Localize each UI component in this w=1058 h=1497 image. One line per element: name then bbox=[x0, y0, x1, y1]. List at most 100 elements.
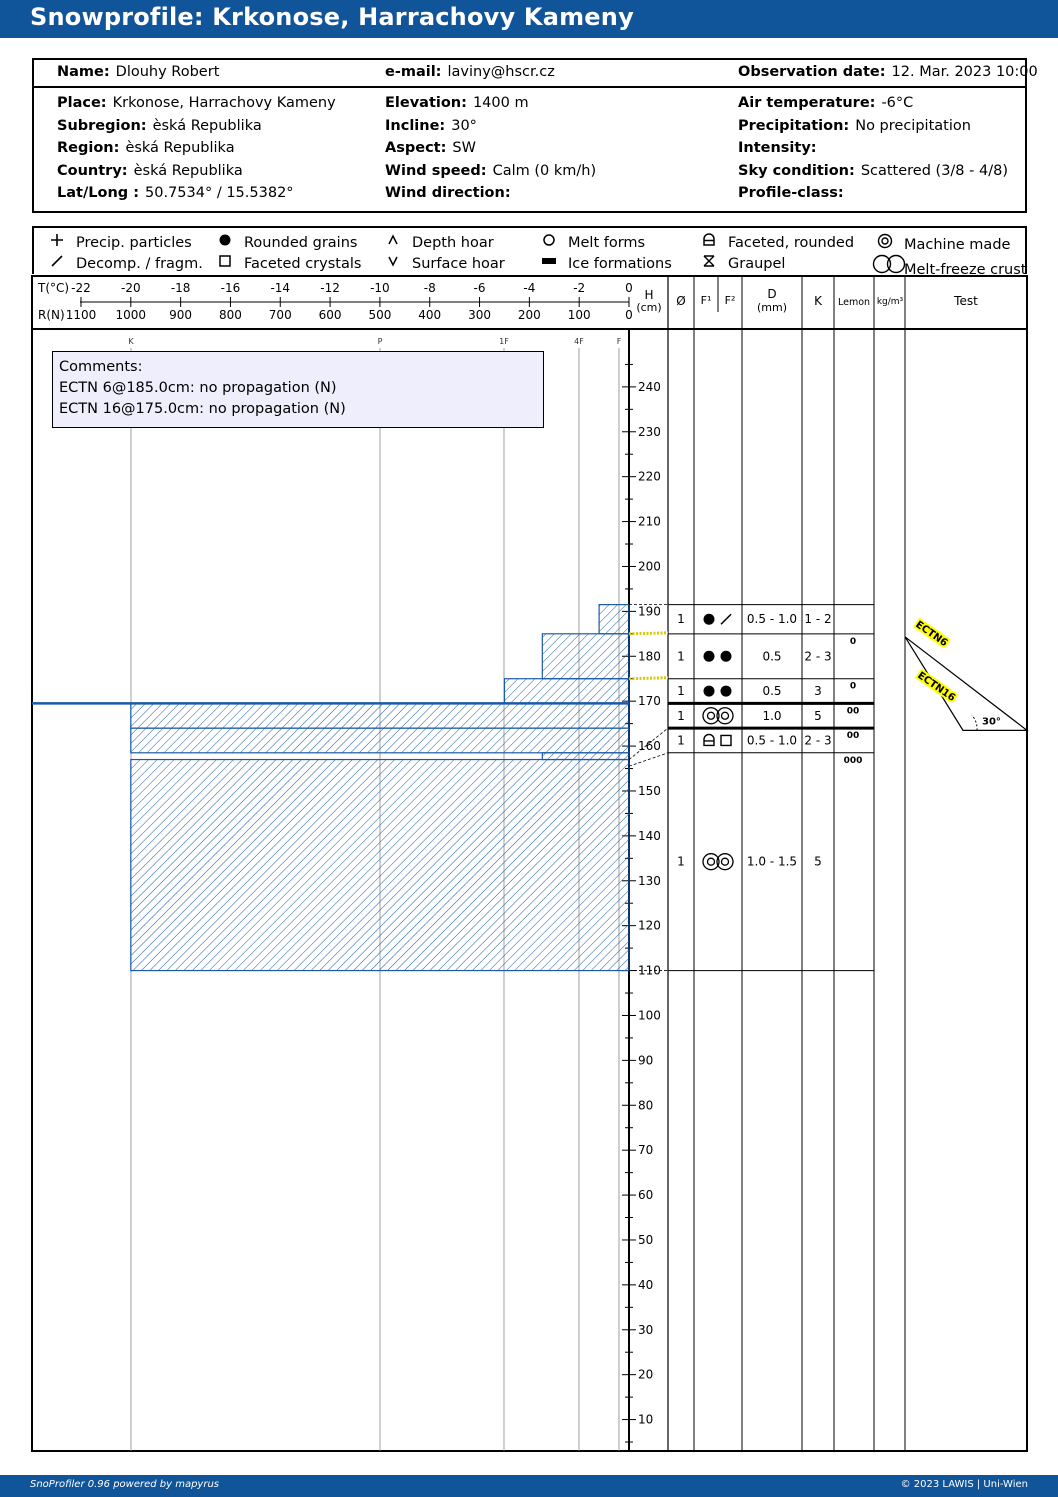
legend-item: Graupel bbox=[696, 254, 785, 272]
density-header: kg/m³ bbox=[877, 297, 904, 307]
height-label: 70 bbox=[638, 1143, 653, 1157]
layer-grain-size: 1.0 - 1.5 bbox=[747, 855, 797, 869]
legend-item: Melt forms bbox=[536, 233, 645, 251]
height-label: 50 bbox=[638, 1233, 653, 1247]
chart-frame bbox=[31, 275, 1028, 1452]
layer-moisture: 1 bbox=[677, 612, 685, 626]
footer-copyright: © 2023 LAWIS | Uni-Wien bbox=[900, 1479, 1028, 1490]
test-slope-triangle bbox=[904, 636, 1029, 731]
hardness-profile-bar bbox=[598, 604, 630, 635]
res-tick-label: 400 bbox=[418, 308, 441, 322]
open-circle-icon bbox=[536, 233, 562, 251]
layer-connector bbox=[628, 752, 669, 767]
page-title: Snowprofile: Krkonose, Harrachovy Kameny bbox=[30, 3, 634, 31]
legend-label: Depth hoar bbox=[412, 235, 494, 251]
info-separator bbox=[34, 86, 1025, 88]
hardness-label: 4F bbox=[574, 337, 584, 346]
intensity-field: Intensity: bbox=[738, 140, 817, 156]
res-tick-label: 700 bbox=[269, 308, 292, 322]
title-bar: Snowprofile: Krkonose, Harrachovy Kameny bbox=[0, 0, 1058, 38]
filled-circle-icon bbox=[212, 233, 238, 251]
grain-size-unit: (mm) bbox=[757, 301, 787, 314]
legend-item: Rounded grains bbox=[212, 233, 357, 251]
res-tick-label: 600 bbox=[319, 308, 342, 322]
layer-grain-size: 0.5 - 1.0 bbox=[747, 612, 797, 626]
res-tick-label: 200 bbox=[518, 308, 541, 322]
layer-lemon: 000 bbox=[844, 756, 863, 766]
layer-moisture: 1 bbox=[677, 733, 685, 747]
hardness-profile-bar bbox=[503, 678, 630, 705]
temp-tick-label: 0 bbox=[625, 281, 633, 295]
wind-speed-field: Wind speed:Calm (0 km/h) bbox=[385, 163, 597, 179]
hardness-header: K bbox=[814, 294, 823, 308]
observation-date-field: Observation date:12. Mar. 2023 10:00 bbox=[738, 64, 1038, 80]
layer-connector bbox=[628, 727, 669, 760]
res-tick-label: 900 bbox=[169, 308, 192, 322]
faceted-rounded-icon bbox=[703, 733, 715, 747]
res-tick-label: 100 bbox=[568, 308, 591, 322]
black-bar-icon bbox=[536, 254, 562, 272]
height-label: 10 bbox=[638, 1413, 653, 1427]
aspect-field: Aspect:SW bbox=[385, 140, 476, 156]
legend-label: Ice formations bbox=[568, 256, 672, 272]
height-label: 30 bbox=[638, 1323, 653, 1337]
test-label: ECTN16 bbox=[915, 670, 957, 704]
melt-freeze-crust-icon bbox=[872, 254, 906, 278]
legend-item: Faceted crystals bbox=[212, 254, 361, 272]
square-icon bbox=[212, 254, 238, 272]
hardness-label: 1F bbox=[499, 337, 509, 346]
height-label: 170 bbox=[638, 694, 661, 708]
legend-label: Precip. particles bbox=[76, 235, 192, 251]
res-tick-label: 1000 bbox=[116, 308, 147, 322]
layer-moisture: 1 bbox=[677, 709, 685, 723]
layer-lemon: 00 bbox=[847, 706, 860, 716]
legend-item: Precip. particles bbox=[44, 233, 192, 251]
caret-up-icon bbox=[380, 233, 406, 251]
res-tick-label: 1100 bbox=[66, 308, 97, 322]
comment-line: ECTN 16@175.0cm: no propagation (N) bbox=[59, 401, 346, 417]
height-label: 210 bbox=[638, 515, 661, 529]
test-label: ECTN6 bbox=[913, 619, 949, 649]
layer-grain-size: 0.5 bbox=[762, 649, 781, 663]
legend-item: Depth hoar bbox=[380, 233, 494, 251]
legend-label: Decomp. / fragm. bbox=[76, 256, 203, 272]
height-header: H bbox=[644, 288, 653, 302]
height-label: 230 bbox=[638, 425, 661, 439]
layer-grain-size: 0.5 bbox=[762, 684, 781, 698]
height-label: 140 bbox=[638, 829, 661, 843]
height-label: 90 bbox=[638, 1053, 653, 1067]
temp-tick-label: -10 bbox=[370, 281, 390, 295]
layer-moisture: 1 bbox=[677, 649, 685, 663]
hardness-profile-bar bbox=[130, 702, 630, 729]
res-tick-label: 500 bbox=[368, 308, 391, 322]
faceted-rounded-icon bbox=[696, 233, 722, 251]
height-label: 20 bbox=[638, 1368, 653, 1382]
square-icon bbox=[720, 734, 732, 747]
temp-tick-label: -6 bbox=[474, 281, 486, 295]
angle-arc bbox=[971, 715, 978, 731]
hardness-label: K bbox=[128, 337, 134, 346]
hardness-profile-bar bbox=[541, 633, 630, 680]
email-field: e-mail:laviny@hscr.cz bbox=[385, 64, 555, 80]
hardness-profile-bar bbox=[130, 727, 630, 754]
air-temperature-field: Air temperature:-6°C bbox=[738, 95, 914, 111]
test-marker-line bbox=[628, 631, 669, 636]
country-field: Country:èská Republika bbox=[57, 163, 243, 179]
temp-tick-label: -4 bbox=[523, 281, 535, 295]
layer-hardness: 5 bbox=[814, 855, 822, 869]
test-angle-label: 30° bbox=[982, 716, 1001, 727]
hardness-label: P bbox=[378, 337, 383, 346]
height-label: 220 bbox=[638, 470, 661, 484]
temp-tick-label: -16 bbox=[221, 281, 241, 295]
res-axis-label: R(N) bbox=[38, 308, 65, 322]
height-label: 40 bbox=[638, 1278, 653, 1292]
res-tick-label: 800 bbox=[219, 308, 242, 322]
legend-label: Melt-freeze crust bbox=[904, 262, 1027, 278]
height-label: 100 bbox=[638, 1008, 661, 1022]
layer-hardness: 5 bbox=[814, 709, 822, 723]
height-label: 60 bbox=[638, 1188, 653, 1202]
height-label: 120 bbox=[638, 919, 661, 933]
footer-credit: SnoProfiler 0.96 powered by mapyrus bbox=[30, 1479, 220, 1490]
hardness-label: F bbox=[617, 337, 622, 346]
layer-hardness: 1 - 2 bbox=[804, 612, 831, 626]
